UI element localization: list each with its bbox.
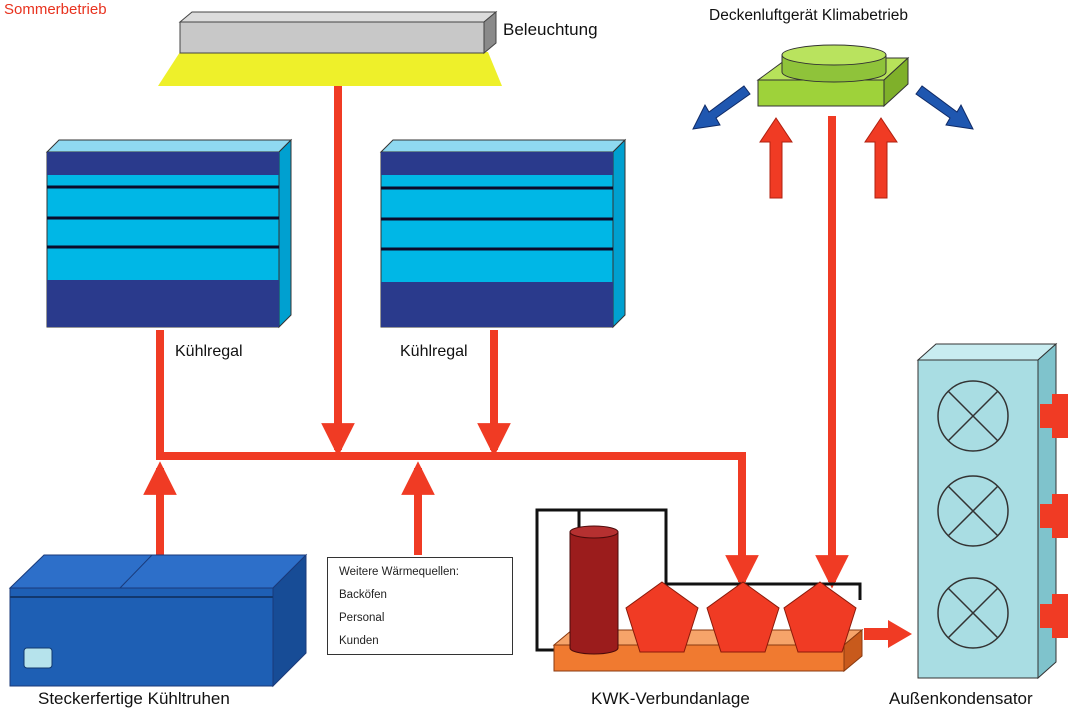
flow-arrow [156, 330, 759, 589]
condenser-label: Außenkondensator [889, 689, 1033, 708]
shelf-right-label: Kühlregal [400, 343, 468, 360]
kwk-compound-system [535, 508, 912, 673]
heat-flow-network [143, 86, 849, 589]
air-outlet-arrow [692, 85, 974, 130]
mode-title: Sommerbetrieb [4, 1, 107, 18]
lighting-bar [179, 21, 485, 54]
ceiling-unit-label: Deckenluftgerät Klimabetrieb [709, 7, 909, 24]
freezer-display [23, 647, 53, 669]
receiver-tank [569, 531, 619, 655]
fan-icon [937, 475, 1009, 547]
freezers-label: Steckerfertige Kühltruhen [38, 689, 230, 708]
compressor [625, 581, 699, 653]
flow-arrow [864, 620, 912, 648]
heat-source-item: Kunden [339, 635, 379, 647]
compressor [706, 581, 780, 653]
outdoor-condenser [916, 342, 1068, 680]
fan-icon [937, 380, 1009, 452]
flow-arrow [1040, 394, 1068, 638]
cooling-shelf-left [45, 138, 293, 329]
shelf-left-label: Kühlregal [175, 343, 243, 360]
heat-rising-arrow [759, 117, 898, 199]
lighting [158, 10, 502, 86]
lighting-label: Beleuchtung [503, 20, 598, 39]
fan-icon [937, 577, 1009, 649]
heat-sources-title: Weitere Wärmequellen: [339, 566, 459, 578]
compressor [783, 581, 857, 653]
heat-source-item: Personal [339, 612, 385, 624]
heat-sources-box: Weitere Wärmequellen: Backöfen Personal … [327, 557, 513, 655]
plug-in-freezers [8, 553, 308, 688]
compound-system-label: KWK-Verbundanlage [591, 689, 750, 708]
cooling-shelf-right [379, 138, 627, 329]
light-glow [158, 52, 502, 86]
heat-source-item: Backöfen [339, 589, 387, 601]
ceiling-air-unit [756, 44, 910, 108]
